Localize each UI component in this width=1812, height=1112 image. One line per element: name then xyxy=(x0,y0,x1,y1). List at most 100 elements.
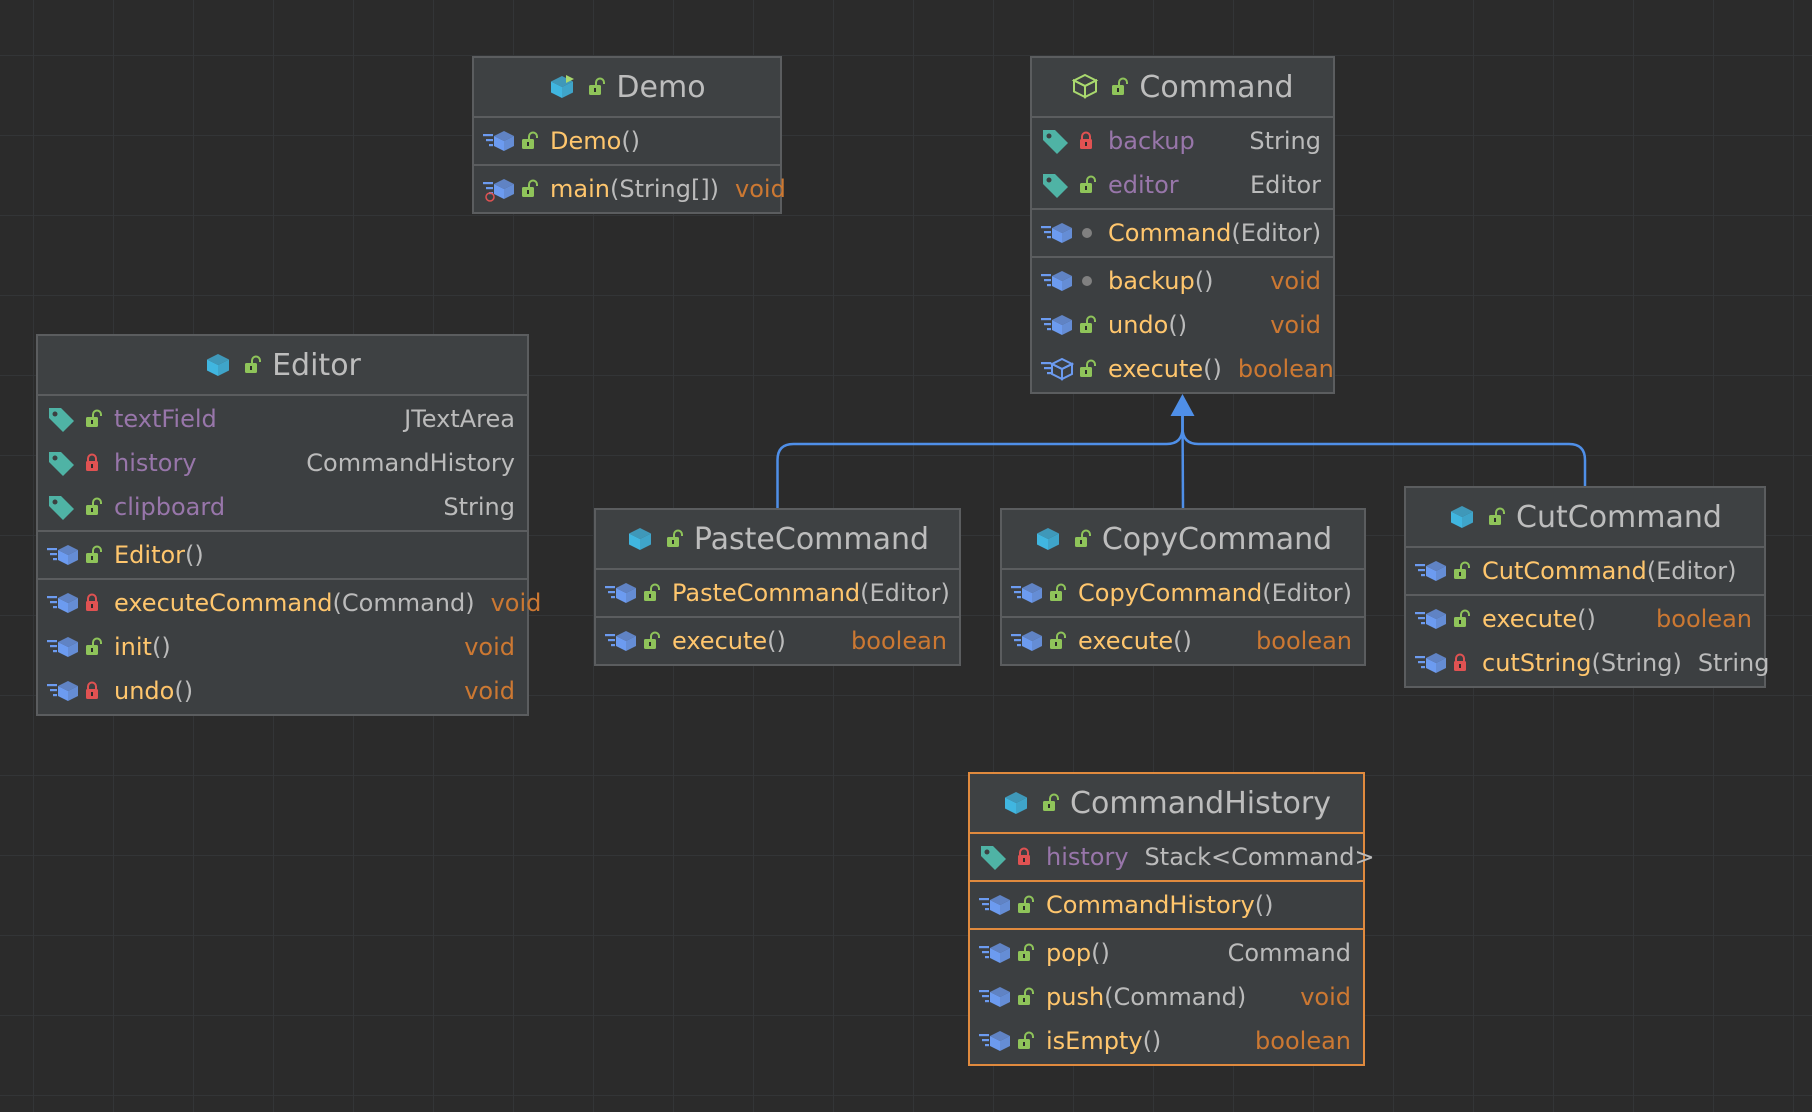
method-icon xyxy=(46,540,80,570)
method-params: (String[]) xyxy=(609,175,720,203)
member-type: String xyxy=(443,493,515,521)
member-type: void xyxy=(490,589,542,617)
method-row[interactable]: cutString(String)String xyxy=(1406,641,1769,685)
member-name: backup xyxy=(1108,267,1195,295)
method-row[interactable]: Editor() xyxy=(38,533,527,577)
member-section: execute()boolean xyxy=(1002,618,1364,664)
public-visibility-icon xyxy=(664,529,684,549)
member-name: push xyxy=(1046,983,1105,1011)
class-header[interactable]: Demo xyxy=(474,58,780,118)
class-header[interactable]: Command xyxy=(1032,58,1333,118)
method-params: () xyxy=(1173,627,1192,655)
method-params: () xyxy=(1142,1027,1162,1055)
member-type: CommandHistory xyxy=(306,449,515,477)
public-visibility-icon xyxy=(1012,1026,1038,1056)
member-type: String xyxy=(1249,127,1321,155)
static-method-icon xyxy=(482,174,516,204)
public-visibility-icon xyxy=(242,355,262,375)
method-params: (String) xyxy=(1591,649,1682,677)
method-icon xyxy=(1414,556,1448,586)
member-name: undo xyxy=(114,677,175,705)
class-header[interactable]: CommandHistory xyxy=(970,774,1363,834)
method-row[interactable]: execute()boolean xyxy=(1032,347,1334,391)
private-visibility-icon xyxy=(1012,842,1038,872)
class-copy[interactable]: CopyCommand CopyCommand(Editor) execute(… xyxy=(1000,508,1366,666)
method-params: () xyxy=(1168,311,1188,339)
private-visibility-icon xyxy=(80,448,106,478)
class-name: Editor xyxy=(272,347,361,383)
method-row[interactable]: init()void xyxy=(38,625,527,669)
member-section: CutCommand(Editor) xyxy=(1406,548,1764,596)
class-header[interactable]: CutCommand xyxy=(1406,488,1764,548)
method-row[interactable]: CommandHistory() xyxy=(970,883,1363,927)
method-params: () xyxy=(1194,267,1214,295)
method-row[interactable]: execute()boolean xyxy=(596,619,959,663)
generalization-edge-copy[interactable] xyxy=(1181,415,1185,509)
method-params: () xyxy=(1203,355,1222,383)
method-row[interactable]: undo()void xyxy=(1032,303,1333,347)
class-header[interactable]: CopyCommand xyxy=(1002,510,1364,570)
method-icon xyxy=(1010,578,1044,608)
class-header[interactable]: PasteCommand xyxy=(596,510,959,570)
method-row[interactable]: backup()void xyxy=(1032,259,1333,303)
field-icon xyxy=(1040,126,1074,156)
method-params: () xyxy=(767,627,786,655)
method-params: (Editor) xyxy=(860,579,950,607)
package-visibility-icon xyxy=(1074,218,1100,248)
public-visibility-icon xyxy=(80,540,106,570)
method-icon xyxy=(604,626,638,656)
method-icon xyxy=(604,578,638,608)
method-row[interactable]: CutCommand(Editor) xyxy=(1406,549,1764,593)
method-icon xyxy=(1040,266,1074,296)
method-row[interactable]: execute()boolean xyxy=(1406,597,1764,641)
method-params: (Editor) xyxy=(1262,579,1352,607)
public-visibility-icon xyxy=(1109,77,1129,97)
method-row[interactable]: execute()boolean xyxy=(1002,619,1364,663)
generalization-edge-paste[interactable] xyxy=(776,416,1184,508)
member-section: main(String[])void xyxy=(474,166,786,212)
method-row[interactable]: Demo() xyxy=(474,119,780,163)
public-visibility-icon xyxy=(1072,529,1092,549)
class-cut[interactable]: CutCommand CutCommand(Editor) execute()b… xyxy=(1404,486,1769,688)
method-row[interactable]: isEmpty()boolean xyxy=(970,1019,1363,1063)
class-name: CommandHistory xyxy=(1070,785,1331,821)
member-type: JTextArea xyxy=(404,405,515,433)
member-section: CommandHistory() xyxy=(970,882,1363,930)
method-row[interactable]: CopyCommand(Editor) xyxy=(1002,571,1364,615)
generalization-edge-cut[interactable] xyxy=(1181,416,1587,486)
method-row[interactable]: executeCommand(Command)void xyxy=(38,581,541,625)
method-params: (Command) xyxy=(332,589,475,617)
method-row[interactable]: PasteCommand(Editor) xyxy=(596,571,959,615)
public-visibility-icon xyxy=(1044,626,1070,656)
method-row[interactable]: push(Command)void xyxy=(970,975,1363,1019)
method-row[interactable]: Command(Editor) xyxy=(1032,211,1333,255)
public-visibility-icon xyxy=(1486,507,1506,527)
public-visibility-icon xyxy=(1074,354,1100,384)
class-paste[interactable]: PasteCommand PasteCommand(Editor) execut… xyxy=(594,508,961,666)
member-section: PasteCommand(Editor) xyxy=(596,570,959,618)
method-params: (Editor) xyxy=(1646,557,1737,585)
class-header[interactable]: Editor xyxy=(38,336,527,396)
inheritance-arrowhead xyxy=(1170,394,1195,416)
public-visibility-icon xyxy=(638,578,664,608)
class-demo[interactable]: Demo Demo() main(String[])void xyxy=(472,56,786,214)
method-row[interactable]: main(String[])void xyxy=(474,167,786,211)
member-type: boolean xyxy=(1237,355,1334,383)
private-visibility-icon xyxy=(80,676,106,706)
member-section: execute()boolean xyxy=(596,618,959,664)
member-name: cutString xyxy=(1482,649,1592,677)
method-row[interactable]: undo()void xyxy=(38,669,527,713)
member-name: CommandHistory xyxy=(1046,891,1255,919)
public-visibility-icon xyxy=(80,632,106,662)
method-row[interactable]: pop()Command xyxy=(970,931,1363,975)
